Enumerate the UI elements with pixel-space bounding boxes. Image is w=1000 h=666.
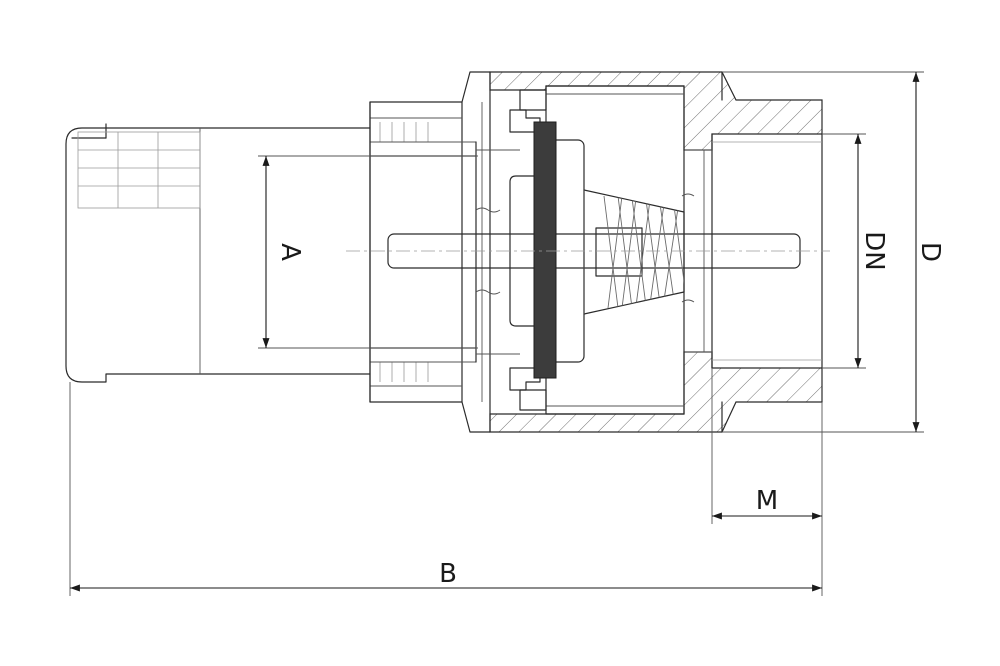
dimension-label-m: M xyxy=(756,486,778,516)
dimension-label-a: A xyxy=(275,243,305,261)
dimension-label-b: B xyxy=(439,559,457,589)
dimension-A: A xyxy=(258,155,478,349)
spring-guide xyxy=(583,189,685,315)
dimension-label-dn: DN xyxy=(859,231,889,270)
spring xyxy=(603,195,684,309)
dimension-M: M xyxy=(711,368,822,524)
dimension-DN: DN xyxy=(822,133,889,369)
dimension-label-d: D xyxy=(915,242,945,262)
check-disc-assembly xyxy=(387,121,801,379)
rubber-seal xyxy=(533,121,557,379)
dimension-D: D xyxy=(722,71,945,433)
strainer-mesh xyxy=(77,131,201,209)
coupling-nut xyxy=(369,71,520,433)
tail-piece xyxy=(65,101,477,403)
dimension-B: B xyxy=(69,382,823,596)
nut-thread-marks xyxy=(379,122,429,382)
